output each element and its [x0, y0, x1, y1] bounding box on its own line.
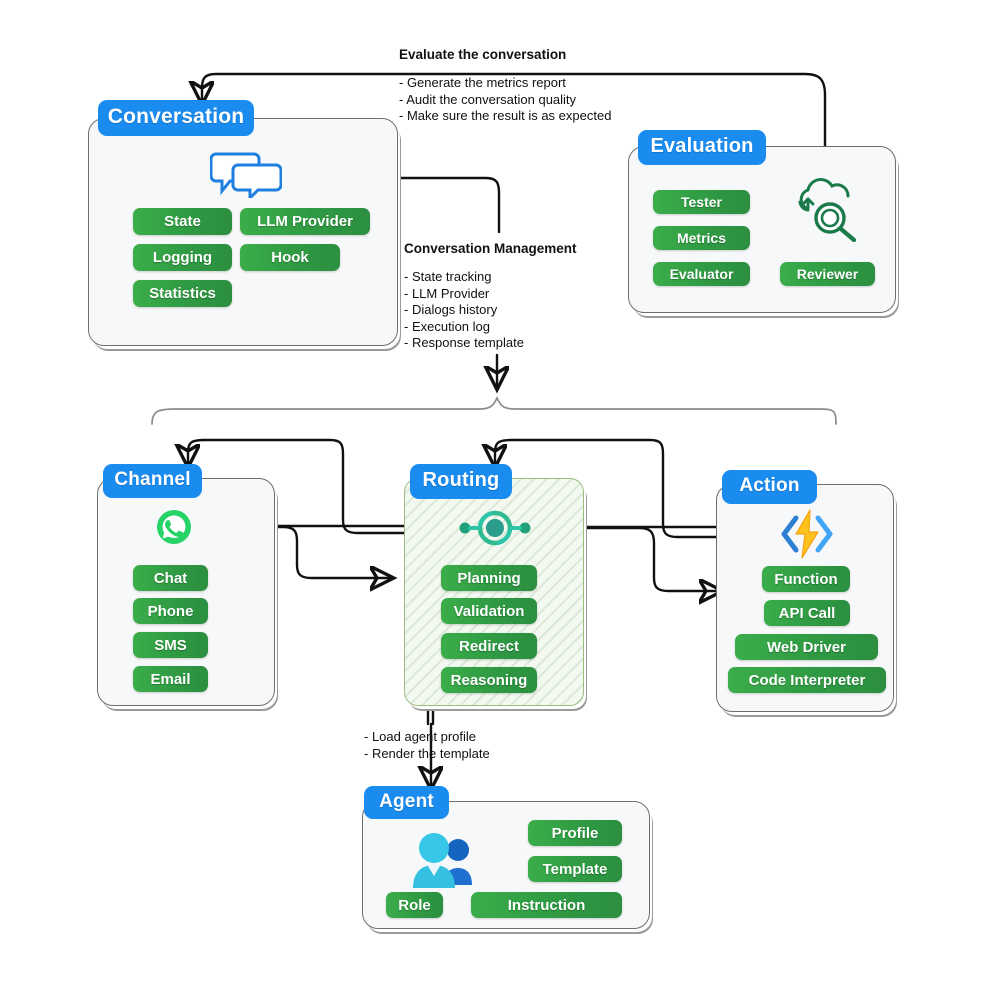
pill-action-function[interactable]: Function [762, 566, 850, 592]
annotation-evaluate: Evaluate the conversation - Generate the… [399, 47, 611, 125]
split-brace [151, 396, 837, 425]
pill-conversation-llm-provider[interactable]: LLM Provider [240, 208, 370, 235]
pill-agent-template[interactable]: Template [528, 856, 622, 882]
routing-header[interactable]: Routing [410, 464, 512, 499]
pill-action-web-driver[interactable]: Web Driver [735, 634, 878, 660]
pill-channel-phone[interactable]: Phone [133, 598, 208, 624]
annotation-agent-line-1: - Render the template [364, 745, 490, 761]
pill-conversation-statistics[interactable]: Statistics [133, 280, 232, 307]
annotation-cm-line-1: - LLM Provider [404, 285, 490, 301]
azure-function-icon [781, 509, 833, 559]
pill-agent-instruction[interactable]: Instruction [471, 892, 622, 918]
annotation-evaluate-line-2: - Make sure the result is as expected [399, 108, 612, 123]
annotation-cm-line-2: - Dialogs history [404, 302, 498, 317]
routing-node-icon [459, 510, 531, 546]
annotation-agent-notes: - Load agent profile - Render the templa… [364, 729, 490, 762]
chat-bubbles-icon [210, 152, 282, 198]
pill-channel-sms[interactable]: SMS [133, 632, 208, 658]
annotation-cm-line-0: - State tracking [404, 269, 492, 284]
pill-evaluation-reviewer[interactable]: Reviewer [780, 262, 875, 286]
cloud-search-icon [798, 178, 857, 242]
pill-routing-redirect[interactable]: Redirect [441, 633, 537, 659]
annotation-cm-title: Conversation Management [404, 241, 577, 256]
annotation-cm-line-3: - Execution log [404, 318, 490, 334]
conversation-header[interactable]: Conversation [98, 100, 254, 136]
evaluation-header[interactable]: Evaluation [638, 130, 766, 165]
annotation-cm-line-4: - Response template [404, 335, 524, 350]
action-header[interactable]: Action [722, 470, 817, 504]
pill-routing-reasoning[interactable]: Reasoning [441, 667, 537, 693]
wire-brace-to-channel [188, 438, 207, 463]
pill-action-api-call[interactable]: API Call [764, 600, 850, 626]
pill-channel-chat[interactable]: Chat [133, 565, 208, 591]
channel-header[interactable]: Channel [103, 464, 202, 498]
users-icon [413, 833, 472, 888]
pill-agent-profile[interactable]: Profile [528, 820, 622, 846]
wire-brace-to-routing [495, 438, 514, 463]
pill-action-code-interpreter[interactable]: Code Interpreter [728, 667, 886, 693]
annotation-evaluate-line-1: - Audit the conversation quality [399, 91, 577, 107]
routing-card [404, 478, 584, 706]
pill-conversation-hook[interactable]: Hook [240, 244, 340, 271]
annotation-evaluate-line-0: - Generate the metrics report [399, 75, 566, 90]
pill-evaluation-tester[interactable]: Tester [653, 190, 750, 214]
pill-routing-validation[interactable]: Validation [441, 598, 537, 624]
pill-agent-role[interactable]: Role [386, 892, 443, 918]
pill-evaluation-metrics[interactable]: Metrics [653, 226, 750, 250]
pill-routing-planning[interactable]: Planning [441, 565, 537, 591]
pill-conversation-logging[interactable]: Logging [133, 244, 232, 271]
pill-evaluation-evaluator[interactable]: Evaluator [653, 262, 750, 286]
agent-header[interactable]: Agent [364, 786, 449, 819]
pill-channel-email[interactable]: Email [133, 666, 208, 692]
whatsapp-icon [157, 510, 191, 544]
annotation-agent-line-0: - Load agent profile [364, 729, 477, 744]
annotation-evaluate-title: Evaluate the conversation [399, 47, 567, 62]
pill-conversation-state[interactable]: State [133, 208, 232, 235]
annotation-conversation-management: Conversation Management - State tracking… [404, 241, 577, 352]
